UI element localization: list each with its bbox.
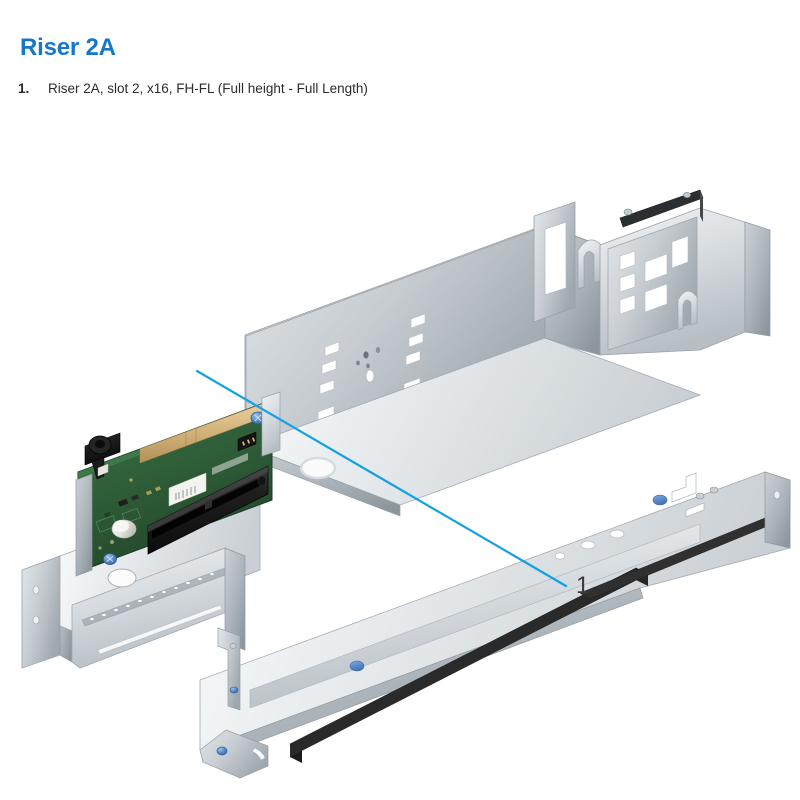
cage-hole-small-2 xyxy=(375,347,381,353)
screw-f1 xyxy=(695,492,705,500)
cage-right-flange xyxy=(744,221,771,337)
cage-right-panel-window xyxy=(544,221,567,296)
latch-white-tip xyxy=(97,463,109,477)
guide-screw xyxy=(229,643,237,649)
left-plate-hole-2 xyxy=(32,615,40,625)
front-bracket-assembly xyxy=(199,471,791,779)
captive-screw-top-cross xyxy=(254,414,262,422)
left-plate-hole-1 xyxy=(32,585,40,595)
caption-number: 1. xyxy=(18,81,30,96)
cage-keyhole xyxy=(365,369,375,383)
left-rail-slot xyxy=(97,604,223,655)
guide-end-post xyxy=(224,547,246,651)
screw-r1 xyxy=(623,208,633,216)
left-bracket-assembly xyxy=(21,491,261,711)
front-rail-notch xyxy=(251,747,266,761)
cage-hole-small-1 xyxy=(363,351,369,359)
pin-header xyxy=(237,431,257,452)
front-rail-left-foot xyxy=(199,729,269,779)
white-standoff-highlight xyxy=(113,520,129,532)
screw-f2 xyxy=(709,486,719,494)
silkscreen-text xyxy=(212,453,248,475)
pcie-slot-key xyxy=(205,499,212,510)
cage-arch-notch xyxy=(577,239,603,290)
front-rail-cutouts xyxy=(554,472,705,560)
riser-card-left-support xyxy=(75,473,93,577)
left-end-plate xyxy=(21,555,61,669)
pin-header-pins xyxy=(242,437,256,446)
blue-release-tab-2[interactable] xyxy=(652,494,668,506)
pcie-slot-end-latch xyxy=(257,475,267,487)
label-barcode xyxy=(175,486,196,500)
front-rail-right-hole xyxy=(773,490,781,500)
screw-r2 xyxy=(683,192,691,198)
perforated-rail-holes xyxy=(89,572,215,621)
captive-screw-front[interactable] xyxy=(216,746,228,756)
caption-text: Riser 2A, slot 2, x16, FH-FL (Full heigh… xyxy=(48,81,368,96)
callout-line-1 xyxy=(195,369,568,588)
cage-base-oval-rim xyxy=(299,456,337,480)
riser-card-assembly xyxy=(75,391,281,577)
figure-caption: 1. Riser 2A, slot 2, x16, FH-FL (Full he… xyxy=(18,81,368,96)
captive-screw-bottom-cross xyxy=(106,556,114,562)
callout-label-1: 1 xyxy=(576,572,590,599)
riser-card-right-support xyxy=(261,391,281,457)
smd-components xyxy=(95,478,161,550)
gold-finger-gaps xyxy=(185,428,197,446)
cage-right-dark-bar-end xyxy=(700,190,703,222)
component-label xyxy=(168,472,207,507)
riser-assembly-svg xyxy=(21,189,791,779)
page-title: Riser 2A xyxy=(20,34,116,61)
black-latch[interactable] xyxy=(84,432,121,480)
blue-release-tab-1[interactable] xyxy=(349,660,365,672)
left-plate-hole-3 xyxy=(44,602,50,608)
foam-strip-face xyxy=(290,568,636,757)
guide-blue-screw[interactable] xyxy=(229,686,239,694)
callout-1 xyxy=(195,369,568,588)
cage-right-cutouts xyxy=(619,235,689,315)
left-rail-oval-cutout xyxy=(107,568,137,588)
pcie-slot-top-bevel xyxy=(148,466,268,532)
front-rail-step xyxy=(249,523,701,709)
front-rail-right-end xyxy=(764,471,791,549)
riser-cage-chassis xyxy=(244,189,771,517)
black-latch-hole xyxy=(95,440,105,448)
cage-right-arch xyxy=(677,290,698,331)
riser-2a-figure xyxy=(0,150,800,800)
cage-hole-small-4 xyxy=(366,363,370,369)
cage-hole-small-3 xyxy=(356,360,360,366)
